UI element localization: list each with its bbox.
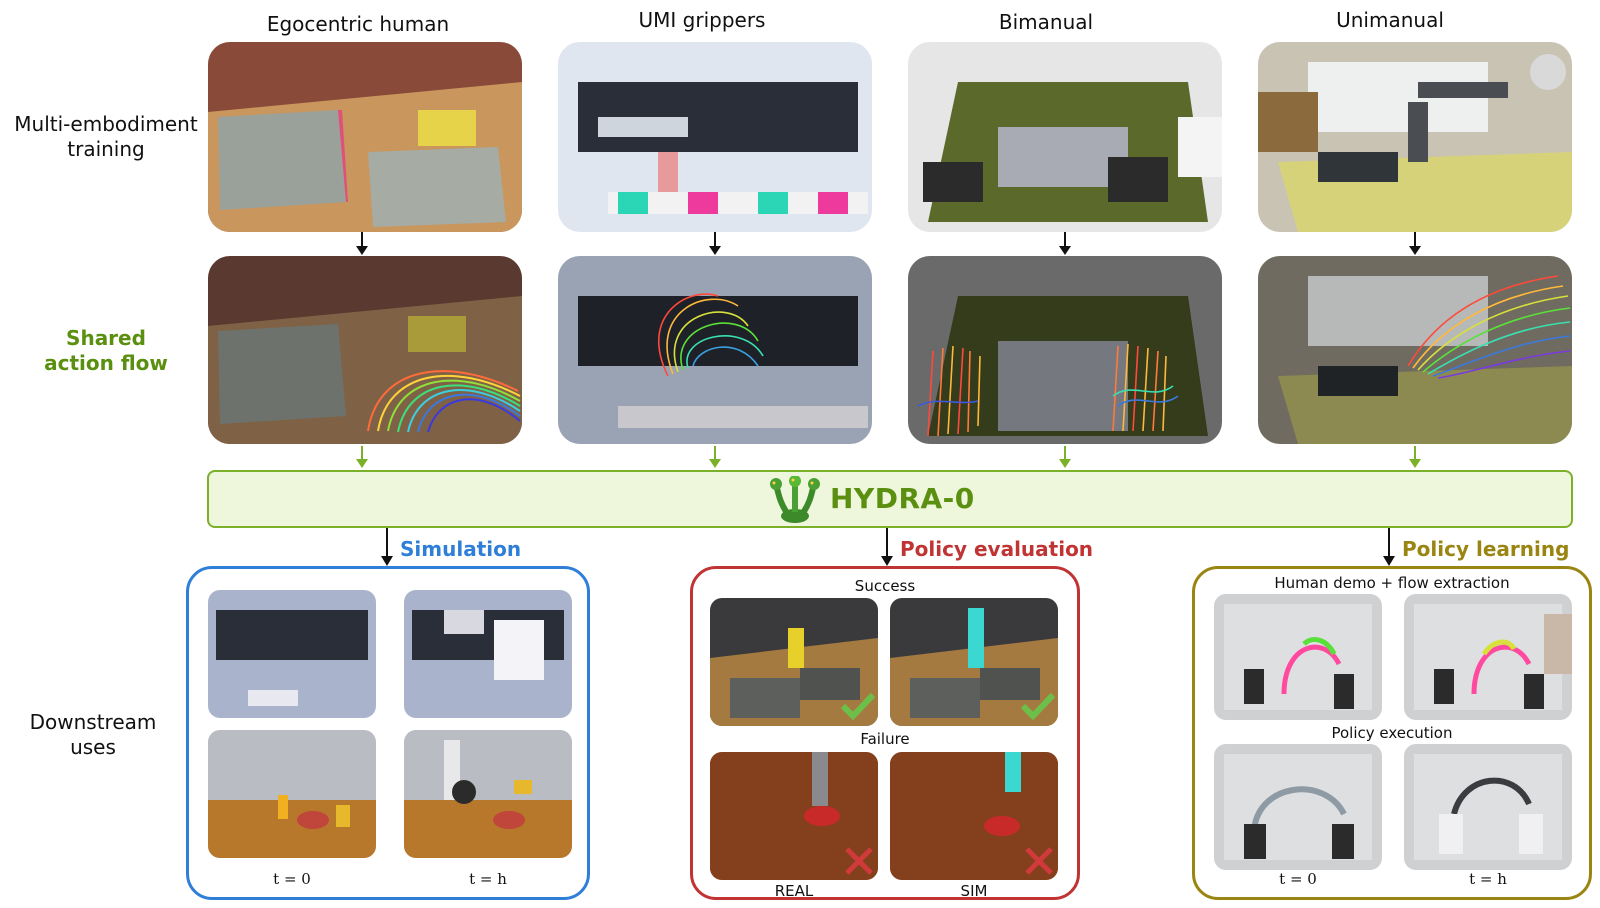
- use-title-policy-evaluation: Policy evaluation: [900, 537, 1094, 561]
- arrow-umi-to-flow: [709, 232, 721, 255]
- arrow-model-to-evaluation: [881, 528, 893, 566]
- eval-photo-failure-sim: [890, 752, 1058, 880]
- learning-photo-execution-th: [1404, 744, 1572, 870]
- sim-label-th: t = h: [469, 870, 507, 888]
- arrow-model-to-simulation: [381, 528, 393, 566]
- row-label-flow: Shared action flow: [8, 326, 204, 376]
- arrow-model-to-learning: [1383, 528, 1395, 566]
- column-title-unimanual: Unimanual: [1336, 8, 1444, 32]
- row-label-flow-line2: action flow: [44, 351, 168, 375]
- cross-icon: [845, 847, 873, 875]
- arrow-unimanual-to-flow: [1409, 232, 1421, 255]
- learning-label-th: t = h: [1469, 870, 1507, 888]
- check-icon: [840, 692, 876, 720]
- cross-icon: [1025, 847, 1053, 875]
- arrow-bimanual-to-flow: [1059, 232, 1071, 255]
- sim-photo-arm-t0: [208, 730, 376, 858]
- learning-caption-demo: Human demo + flow extraction: [1274, 574, 1510, 592]
- sim-photo-umi-th: [404, 590, 572, 718]
- photo-bimanual-training: [908, 42, 1222, 232]
- eval-photo-failure-real: [710, 752, 878, 880]
- row-label-training: Multi-embodiment training: [8, 112, 204, 162]
- use-title-simulation: Simulation: [400, 537, 522, 561]
- row-label-downstream: Downstream uses: [0, 710, 186, 760]
- photo-egocentric-human-training: [208, 42, 522, 232]
- arrow-egocentric-flow-to-model: [356, 446, 368, 468]
- arrow-unimanual-flow-to-model: [1409, 446, 1421, 468]
- eval-photo-success-real: [710, 598, 878, 726]
- photo-egocentric-human-flow: [208, 256, 522, 444]
- column-title-bimanual: Bimanual: [998, 10, 1094, 34]
- eval-label-real: REAL: [774, 882, 814, 900]
- learning-label-t0: t = 0: [1279, 870, 1317, 888]
- learning-caption-execution: Policy execution: [1331, 724, 1453, 742]
- column-title-umi-grippers: UMI grippers: [638, 8, 766, 32]
- model-bar: [207, 470, 1573, 528]
- evaluation-panel: [690, 566, 1080, 900]
- simulation-panel: [186, 566, 590, 900]
- learning-photo-demo-1: [1214, 594, 1382, 720]
- photo-unimanual-flow: [1258, 256, 1572, 444]
- use-title-policy-learning: Policy learning: [1402, 537, 1570, 561]
- row-label-training-line2: training: [67, 137, 145, 161]
- photo-umi-grippers-training: [558, 42, 872, 232]
- row-label-downstream-line2: uses: [70, 735, 116, 759]
- eval-label-sim: SIM: [960, 882, 988, 900]
- arrow-umi-flow-to-model: [709, 446, 721, 468]
- row-label-flow-line1: Shared: [66, 326, 146, 350]
- hydra-logo-icon: [770, 476, 820, 523]
- eval-caption-failure: Failure: [860, 730, 910, 748]
- learning-photo-execution-t0: [1214, 744, 1382, 870]
- photo-unimanual-training: [1258, 42, 1572, 232]
- column-title-egocentric-human: Egocentric human: [266, 12, 450, 36]
- row-label-training-line1: Multi-embodiment: [14, 112, 198, 136]
- eval-photo-success-sim: [890, 598, 1058, 726]
- photo-umi-grippers-flow: [558, 256, 872, 444]
- model-name: HYDRA-0: [830, 482, 975, 515]
- row-label-downstream-line1: Downstream: [29, 710, 157, 734]
- learning-photo-demo-2: [1404, 594, 1572, 720]
- photo-bimanual-flow: [908, 256, 1222, 444]
- sim-photo-umi-t0: [208, 590, 376, 718]
- eval-caption-success: Success: [854, 577, 916, 595]
- arrow-egocentric-to-flow: [356, 232, 368, 255]
- sim-label-t0: t = 0: [273, 870, 311, 888]
- learning-panel: [1192, 566, 1592, 900]
- arrow-bimanual-flow-to-model: [1059, 446, 1071, 468]
- sim-photo-arm-th: [404, 730, 572, 858]
- check-icon: [1020, 692, 1056, 720]
